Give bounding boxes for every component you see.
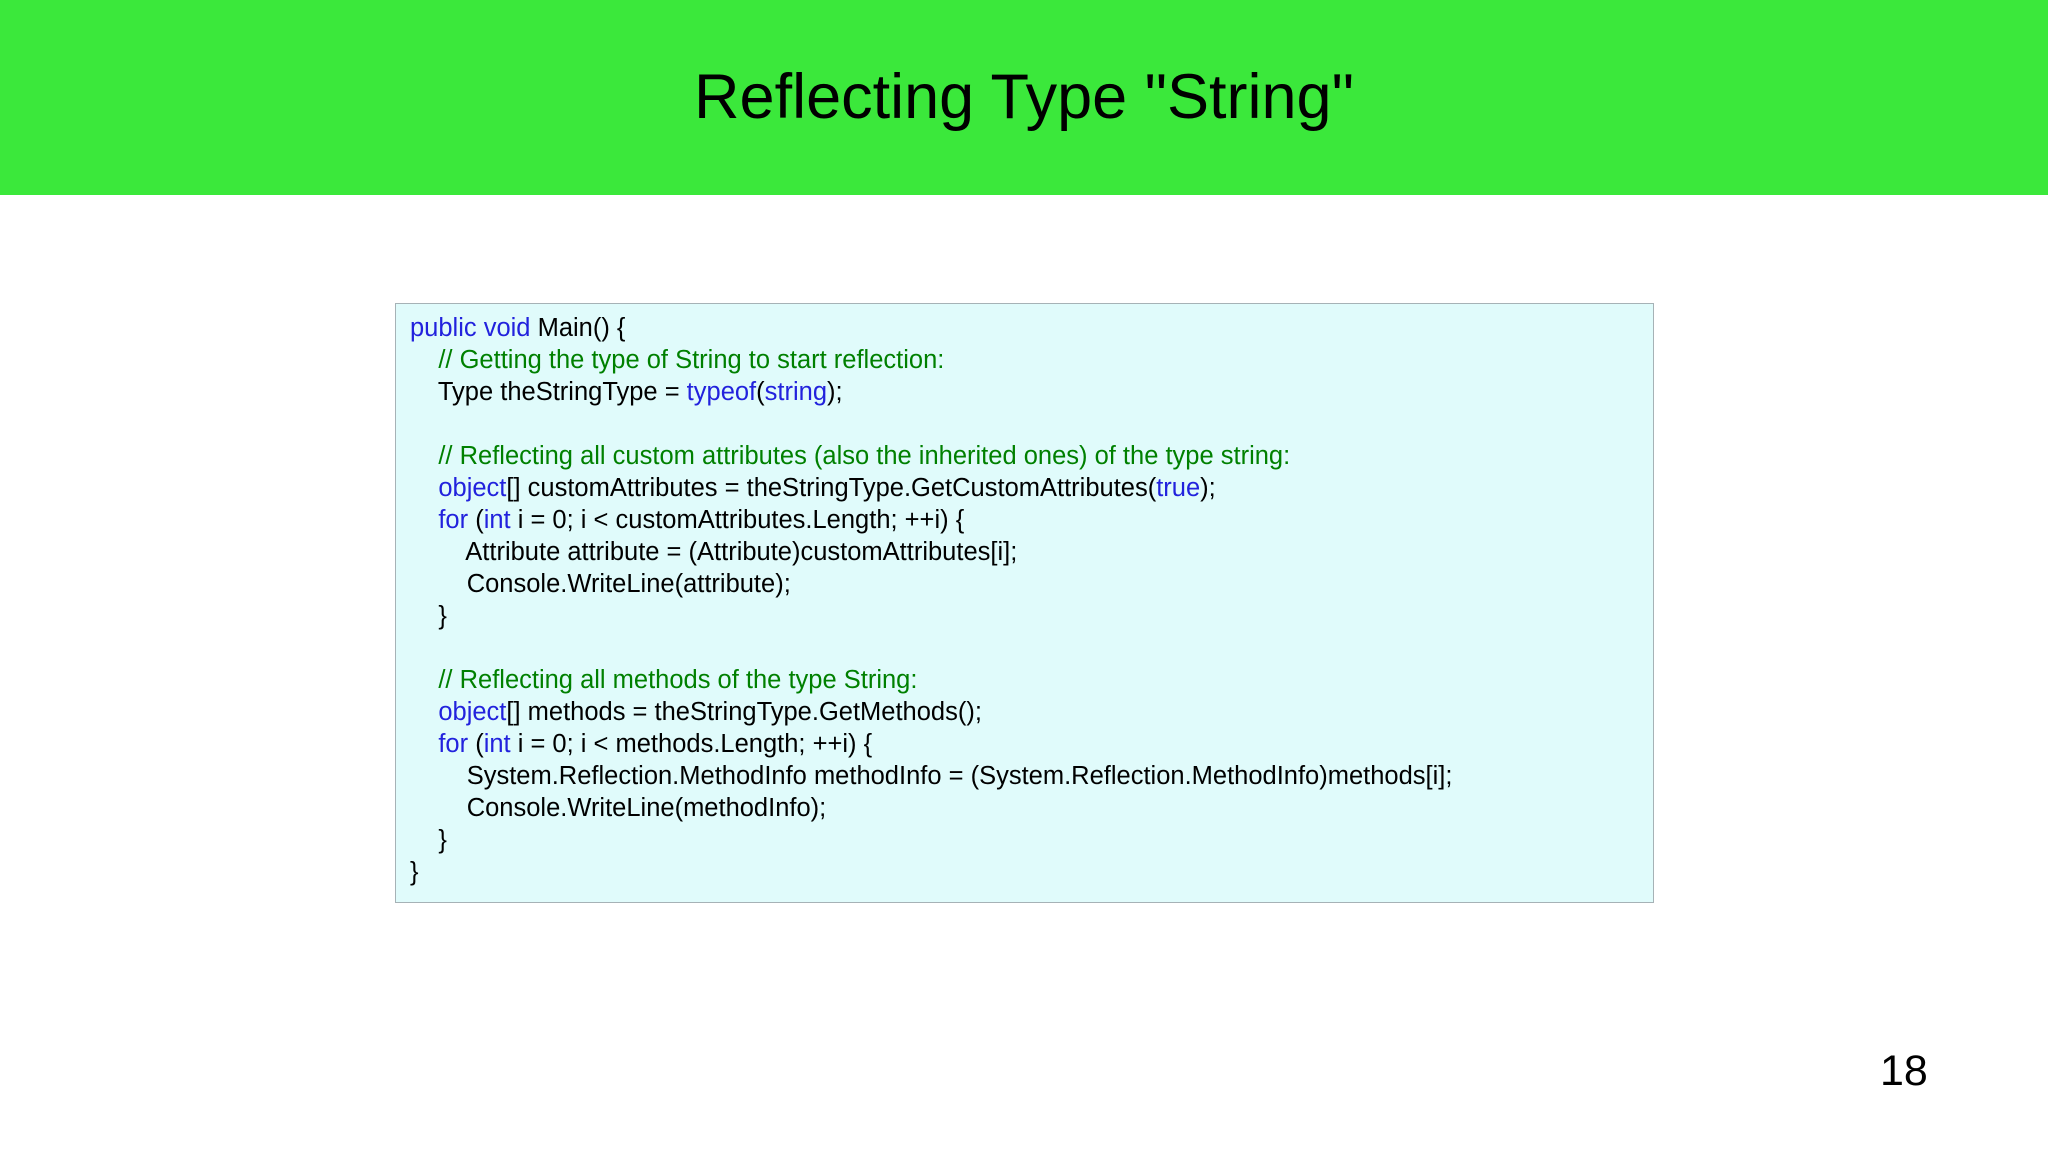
code-line: } (396, 856, 1653, 888)
code-line: Attribute attribute = (Attribute)customA… (396, 536, 1653, 568)
code-token-cmt: // Reflecting all methods of the type St… (438, 666, 918, 694)
code-token-kw: typeof (686, 378, 757, 406)
code-token-txt: ( (468, 506, 484, 534)
code-token-txt: } (438, 826, 447, 854)
page-number: 18 (1880, 1047, 1928, 1095)
code-token-txt: i = 0; i < methods.Length; ++i) { (510, 730, 873, 758)
code-token-txt: } (438, 602, 447, 630)
code-token-kw: object (438, 474, 507, 502)
code-indent (410, 346, 438, 374)
code-token-kw: object (438, 698, 507, 726)
code-indent (410, 698, 438, 726)
code-token-cmt: // Reflecting all custom attributes (als… (438, 442, 1291, 470)
code-block: public void Main() { // Getting the type… (395, 303, 1654, 903)
code-line: object[] customAttributes = theStringTyp… (396, 472, 1653, 504)
code-line: for (int i = 0; i < methods.Length; ++i)… (396, 728, 1653, 760)
code-indent (410, 762, 467, 790)
code-token-kw: for (438, 730, 469, 758)
page-title: Reflecting Type "String" (694, 62, 1354, 132)
code-line: Console.WriteLine(attribute); (396, 568, 1653, 600)
code-token-txt: ( (468, 730, 484, 758)
code-listing: public void Main() { // Getting the type… (396, 312, 1653, 888)
code-indent (410, 538, 465, 566)
code-token-txt: System.Reflection.MethodInfo methodInfo … (466, 762, 1453, 790)
code-token-txt: Attribute attribute = (Attribute)customA… (465, 538, 1018, 566)
code-line: for (int i = 0; i < customAttributes.Len… (396, 504, 1653, 536)
code-token-txt: ); (827, 378, 843, 406)
code-indent (410, 602, 438, 630)
code-line: } (396, 600, 1653, 632)
code-indent (410, 378, 438, 406)
code-token-txt: Console.WriteLine(methodInfo); (466, 794, 827, 822)
code-token-txt: i = 0; i < customAttributes.Length; ++i)… (510, 506, 965, 534)
code-indent (410, 442, 438, 470)
code-line: System.Reflection.MethodInfo methodInfo … (396, 760, 1653, 792)
code-indent (410, 474, 438, 502)
slide-body: public void Main() { // Getting the type… (0, 195, 2048, 1152)
code-token-txt: Console.WriteLine(attribute); (466, 570, 791, 598)
code-token-kw: true (1156, 474, 1201, 502)
code-line: // Reflecting all methods of the type St… (396, 664, 1653, 696)
title-banner: Reflecting Type "String" (0, 0, 2048, 195)
code-token-txt: [] customAttributes = theStringType.GetC… (506, 474, 1157, 502)
code-indent (410, 730, 438, 758)
code-indent (410, 794, 467, 822)
code-token-kw: int (483, 506, 511, 534)
code-line (396, 632, 1653, 664)
code-token-kw: int (483, 730, 511, 758)
code-token-txt: [] methods = theStringType.GetMethods(); (506, 698, 982, 726)
code-token-txt: Main() { (530, 314, 626, 342)
code-line: Type theStringType = typeof(string); (396, 376, 1653, 408)
code-token-cmt: // Getting the type of String to start r… (438, 346, 945, 374)
code-indent (410, 826, 438, 854)
code-token-kw: string (764, 378, 827, 406)
code-token-kw: for (438, 506, 469, 534)
code-line: public void Main() { (396, 312, 1653, 344)
code-token-txt: ( (756, 378, 765, 406)
code-line: Console.WriteLine(methodInfo); (396, 792, 1653, 824)
code-line (396, 408, 1653, 440)
code-token-kw: public void (410, 314, 531, 342)
code-indent (410, 506, 438, 534)
code-indent (410, 570, 467, 598)
code-token-txt: Type theStringType = (437, 378, 687, 406)
code-line: object[] methods = theStringType.GetMeth… (396, 696, 1653, 728)
code-line: // Getting the type of String to start r… (396, 344, 1653, 376)
code-indent (410, 666, 438, 694)
code-token-txt: ); (1200, 474, 1216, 502)
code-line: // Reflecting all custom attributes (als… (396, 440, 1653, 472)
code-token-txt: } (410, 858, 419, 886)
code-line: } (396, 824, 1653, 856)
